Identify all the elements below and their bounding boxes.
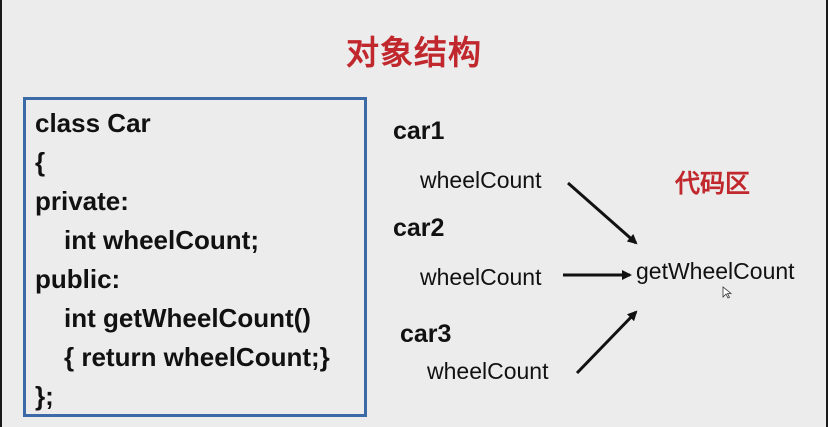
object-field-car3: wheelCount <box>427 358 549 384</box>
frame-right-edge <box>826 0 828 427</box>
arrow-car3-to-method <box>575 310 638 375</box>
object-label-car3: car3 <box>400 320 452 348</box>
arrow-car1-to-method <box>567 181 638 245</box>
code-line-field-decl: int wheelCount; <box>64 225 259 255</box>
frame-left-edge <box>0 0 2 427</box>
mouse-cursor-icon <box>722 286 733 299</box>
object-field-car2: wheelCount <box>420 264 542 290</box>
object-label-car1: car1 <box>393 117 445 145</box>
code-line-method-body: { return wheelCount;} <box>64 342 330 372</box>
code-line-class: class Car <box>35 108 151 138</box>
code-line-method-decl: int getWheelCount() <box>64 303 311 333</box>
class-code-box: class Car { private: int wheelCount; pub… <box>23 97 367 417</box>
method-name: getWheelCount <box>636 258 795 284</box>
code-line-close-brace: }; <box>35 381 54 411</box>
slide-title: 对象结构 <box>346 33 482 72</box>
object-field-car1: wheelCount <box>420 167 542 193</box>
code-line-private: private: <box>35 186 129 216</box>
code-line-public: public: <box>35 264 121 294</box>
code-area-label: 代码区 <box>675 169 751 198</box>
object-label-car2: car2 <box>393 214 445 242</box>
code-line-open-brace: { <box>35 147 46 177</box>
